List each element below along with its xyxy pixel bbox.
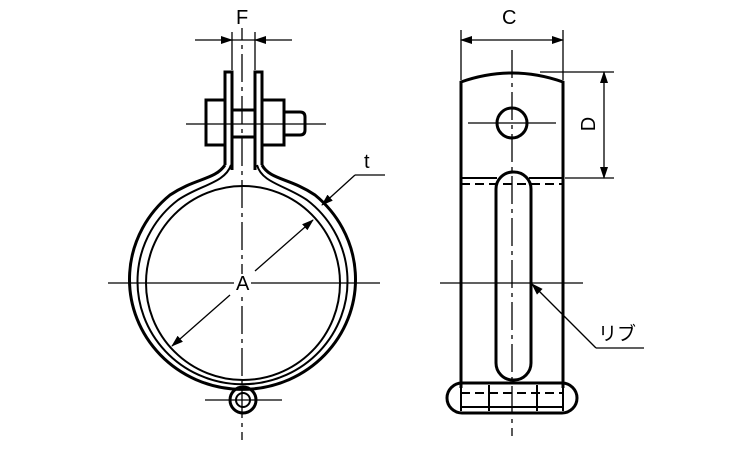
label-rib: リブ (598, 324, 637, 345)
bottom-bolt (205, 385, 282, 415)
ring-band (128, 164, 357, 391)
label-D: D (578, 116, 601, 132)
dimension-t (321, 174, 385, 206)
side-view (440, 30, 644, 436)
rib (494, 170, 533, 382)
dimension-F (195, 32, 292, 70)
dimension-D (540, 71, 614, 179)
label-A: A (234, 273, 252, 295)
rib-leader (531, 283, 644, 349)
side-foot (445, 381, 579, 415)
side-body (459, 71, 565, 388)
bolt-nut (186, 98, 326, 147)
front-view (108, 12, 385, 440)
inner-ring (145, 185, 341, 381)
label-C: C (502, 7, 517, 29)
label-F: F (236, 7, 249, 29)
dimension-A (171, 219, 314, 347)
label-t: t (364, 151, 370, 173)
